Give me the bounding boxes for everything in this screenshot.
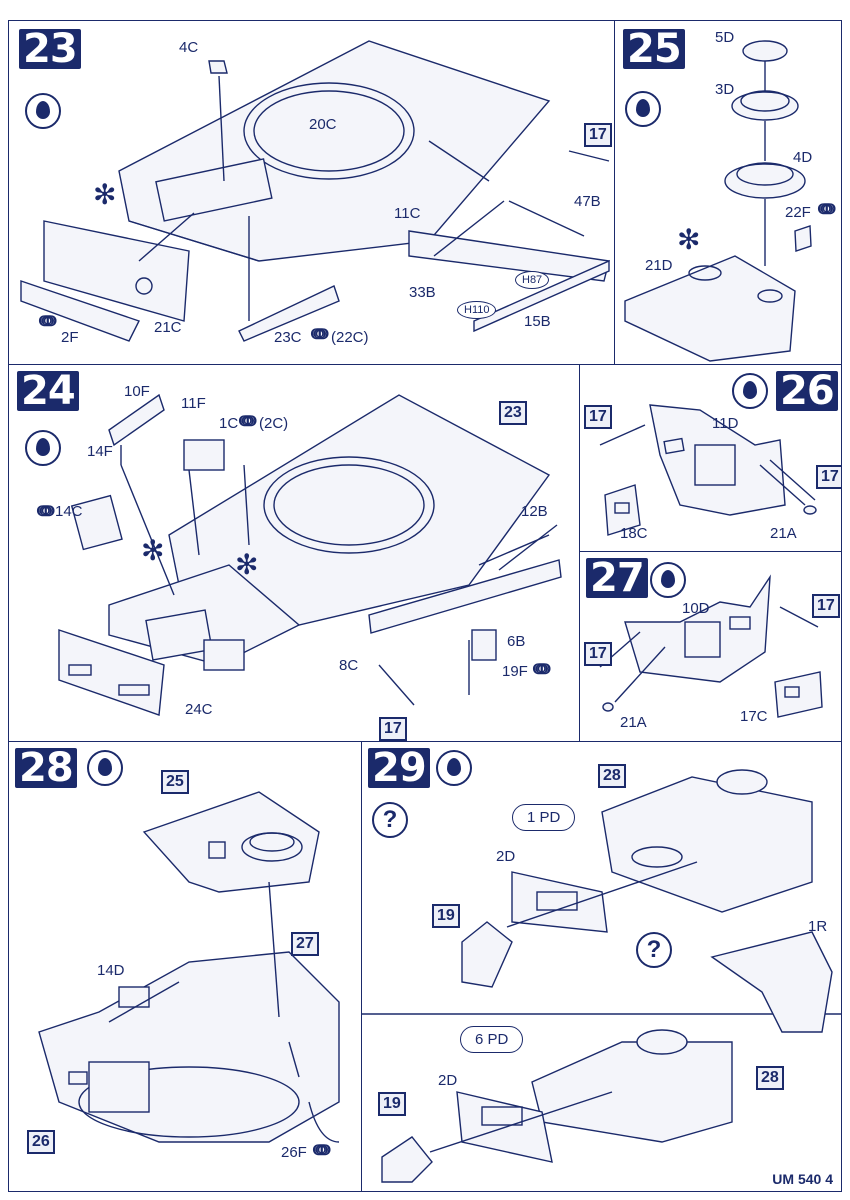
step-23-panel: 23 4C 20C 11C 47B 33B 15B 21C 2F 23C ↈ ↈ…: [8, 20, 615, 365]
step-ref-box: 26: [27, 1130, 55, 1154]
star-icon: ✻: [677, 224, 701, 255]
part-label: 47B: [574, 193, 601, 210]
step-24-panel: 24 10F 11F 14F 1C ↈ (2C) ↈ 14C 12B 6B 8C…: [8, 364, 580, 742]
part-label: 10F: [124, 383, 150, 400]
cupola-drawing: [624, 40, 812, 362]
step-ref-box: 27: [291, 932, 319, 956]
step-ref-box: 17: [584, 642, 612, 666]
part-label: 11F: [181, 395, 206, 412]
glue-drop-icon: [650, 562, 686, 598]
part-label: 22F: [785, 204, 811, 221]
part-label: 6B: [507, 633, 526, 650]
part-label: (22C): [331, 329, 369, 346]
cement-icon: ↈ: [239, 413, 257, 430]
part-label: 23C: [274, 329, 302, 346]
part-label: (2C): [259, 415, 289, 432]
part-label: 20C: [309, 116, 337, 133]
part-label: 2D: [438, 1072, 458, 1089]
question-icon: ?: [372, 802, 408, 838]
star-icon: ✻: [93, 179, 117, 210]
step-ref-box: 17: [584, 405, 612, 429]
part-label: 21C: [154, 319, 182, 336]
step-ref-box: 17: [812, 594, 840, 618]
part-label: 15B: [524, 313, 551, 330]
part-label: 21D: [645, 257, 673, 274]
option-pill: 1 PD: [512, 804, 576, 831]
cement-icon: ↈ: [37, 503, 55, 520]
hull-top-drawing: [20, 40, 610, 342]
glue-drop-icon: [625, 91, 661, 127]
step-number: 24: [17, 371, 79, 411]
turret-left-drawing: [599, 574, 823, 718]
step-29-panel: 29 ? ? 1 PD 6 PD 2D 2D 1R 28 19 19 28 UM…: [361, 741, 842, 1192]
part-label: 2D: [496, 848, 516, 865]
step-ref-box: 19: [378, 1092, 406, 1116]
step-ref-box: 25: [161, 770, 189, 794]
question-icon: ?: [636, 932, 672, 968]
part-label: 4C: [179, 39, 199, 56]
part-label: 33B: [409, 284, 436, 301]
part-label: 17C: [740, 708, 768, 725]
part-label: 1C: [219, 415, 239, 432]
step-number: 29: [368, 748, 430, 788]
part-label: 10D: [682, 600, 710, 617]
glue-drop-icon: [87, 750, 123, 786]
part-label: 21A: [620, 714, 647, 731]
part-label: 21A: [770, 525, 797, 542]
part-label: 11C: [394, 205, 421, 222]
glue-drop-icon: [25, 93, 61, 129]
glue-drop-icon: [436, 750, 472, 786]
step-ref-box: 28: [598, 764, 626, 788]
part-label: 24C: [185, 701, 213, 718]
part-label: 2F: [61, 329, 79, 346]
turret-assembly-drawing: [38, 791, 340, 1143]
mantlet-options-drawing: [362, 769, 841, 1183]
step-26-panel: 26 11D 18C 21A 17 17: [579, 364, 842, 552]
cement-icon: ↈ: [311, 326, 329, 343]
part-label: 1R: [808, 918, 828, 935]
glue-drop-icon: [25, 430, 61, 466]
step-25-panel: 25 5D 3D 4D 22F ↈ 21D ✻: [614, 20, 842, 365]
part-label: 14F: [87, 443, 113, 460]
step-ref-box: 19: [432, 904, 460, 928]
step-27-panel: 27 10D 21A 17C 17 17: [579, 551, 842, 742]
part-label: 14C: [55, 503, 83, 520]
star-icon: ✻: [141, 535, 165, 566]
part-label: 4D: [793, 149, 813, 166]
step-ref-box: 17: [816, 465, 841, 489]
step-28-panel: 28 14D 26F ↈ 25 27 26: [8, 741, 362, 1192]
option-pill: 6 PD: [460, 1026, 524, 1053]
star-icon: ✻: [235, 549, 259, 580]
step-ref-box: 17: [379, 717, 407, 741]
cement-icon: ↈ: [533, 661, 551, 678]
part-label: 14D: [97, 962, 125, 979]
step-number: 25: [623, 29, 685, 69]
part-label: 12B: [521, 503, 548, 520]
step-ref-box: 23: [499, 401, 527, 425]
part-label: 19F: [502, 663, 528, 680]
part-label: 18C: [620, 525, 648, 542]
part-oval: H87: [515, 271, 550, 289]
part-label: 3D: [715, 81, 735, 98]
cement-icon: ↈ: [313, 1142, 331, 1159]
part-label: 26F: [281, 1144, 307, 1161]
step-number: 27: [586, 558, 648, 598]
step-number: 23: [19, 29, 81, 69]
part-label: 5D: [715, 29, 735, 46]
part-label: 8C: [339, 657, 359, 674]
turret-right-drawing: [599, 404, 817, 536]
step-number: 26: [776, 371, 838, 411]
glue-drop-icon: [732, 373, 768, 409]
part-label: 11D: [712, 415, 739, 432]
step-number: 28: [15, 748, 77, 788]
cement-icon: ↈ: [39, 313, 57, 330]
hull-detail-drawing: [58, 393, 562, 716]
step-ref-box: 28: [756, 1066, 784, 1090]
product-code: UM 540 4: [770, 1171, 835, 1187]
step-ref-box: 17: [584, 123, 612, 147]
part-oval: H110: [457, 301, 497, 319]
cement-icon: ↈ: [818, 201, 836, 218]
